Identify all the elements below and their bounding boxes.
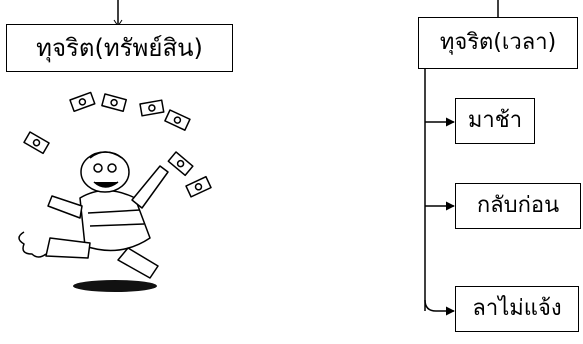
banknote-icon — [185, 175, 212, 198]
money-throwing-man-cartoon-icon — [18, 91, 212, 292]
banknote-icon — [101, 93, 128, 113]
banknote-icon — [167, 151, 194, 177]
banknote-icon — [164, 109, 191, 131]
ground-shadow — [73, 280, 157, 292]
banknote-icon — [139, 99, 165, 117]
absent-without-notice-box: ลาไม่แจ้ง — [455, 286, 579, 332]
time-fraud-box: ทุจริต(เวลา) — [418, 17, 578, 69]
leave-early-box: กลับก่อน — [455, 183, 581, 229]
time-fraud-label: ทุจริต(เวลา) — [439, 30, 557, 55]
leave-early-label: กลับก่อน — [476, 193, 560, 218]
branch-leave — [424, 299, 455, 316]
late-arrival-label: มาช้า — [467, 108, 523, 133]
late-arrival-box: มาช้า — [455, 98, 535, 144]
banknote-icon — [23, 131, 50, 155]
absent-without-notice-label: ลาไม่แจ้ง — [472, 296, 562, 321]
asset-fraud-label: ทุจริต(ทรัพย์สิน) — [36, 34, 203, 62]
asset-fraud-box: ทุจริต(ทรัพย์สิน) — [6, 24, 233, 72]
banknote-icon — [69, 91, 96, 113]
